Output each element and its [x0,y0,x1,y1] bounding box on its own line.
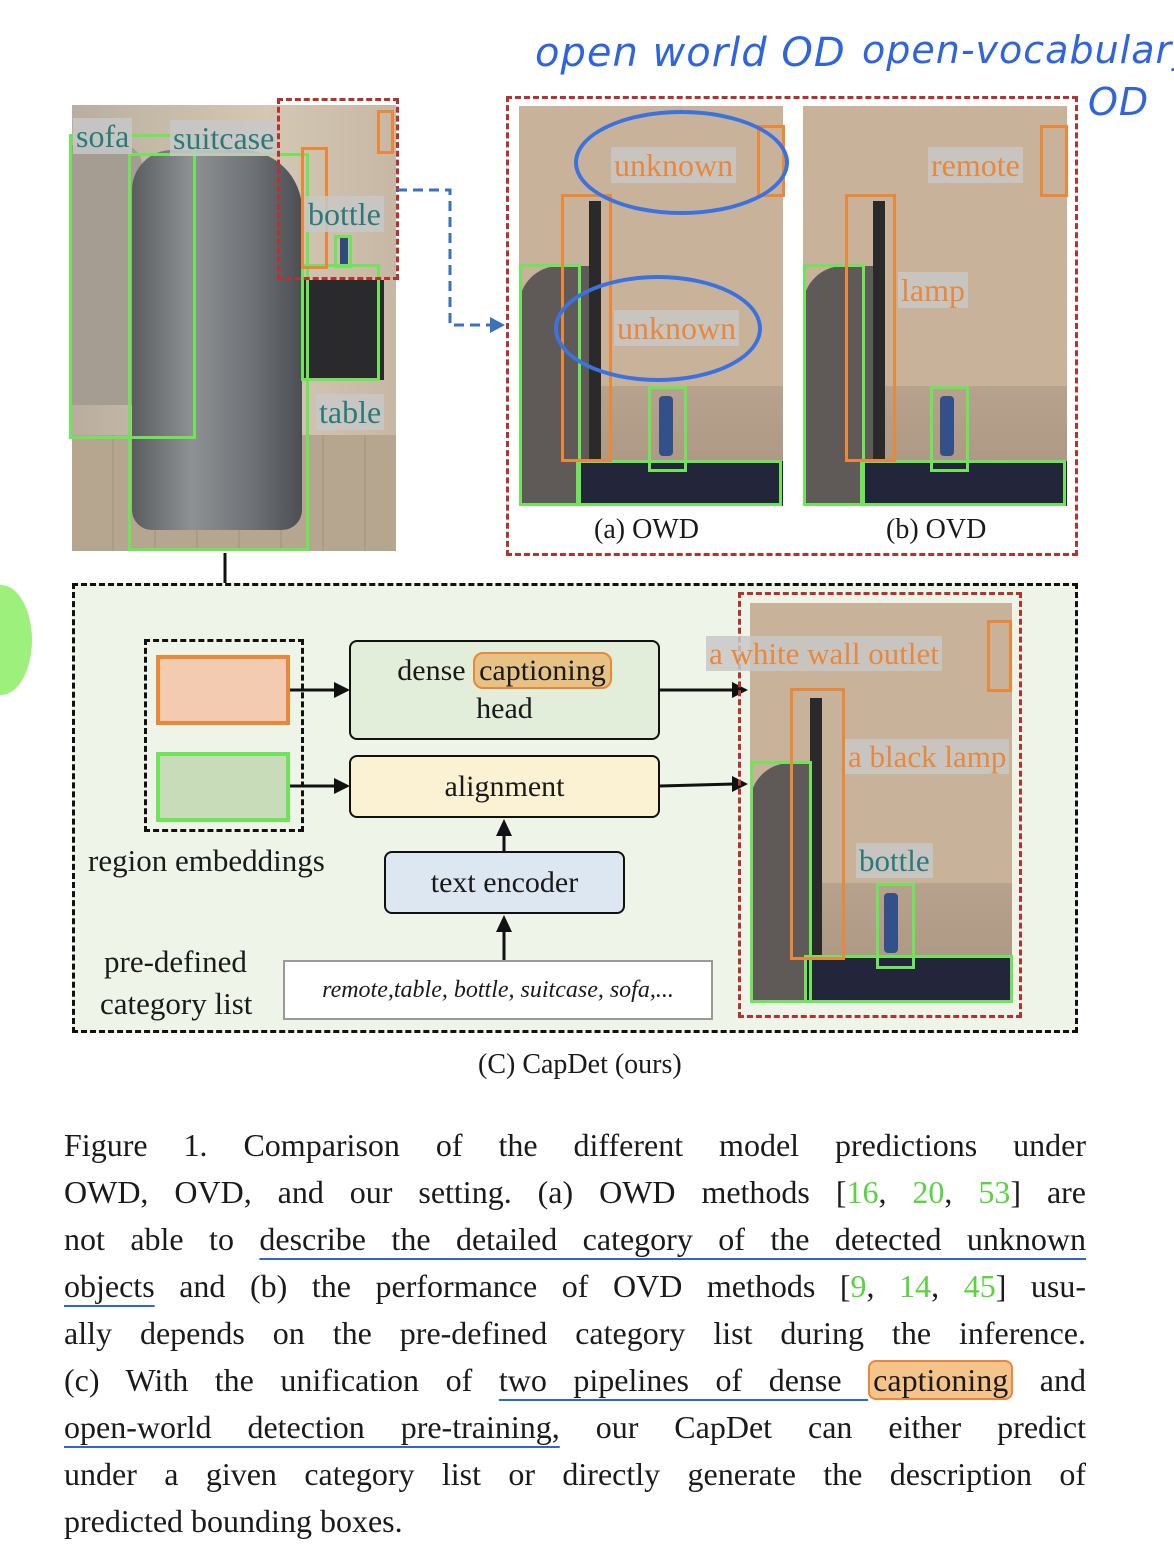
caption-line-5: ally depends on the pre-defined category… [64,1310,1086,1357]
table-label: table [316,394,385,430]
owd-chair-box [519,264,581,506]
ovd-remote-label: remote [928,147,1023,183]
annotation-ellipse-1 [574,110,789,215]
lamp-pole-shape-b [873,201,885,501]
ovd-lamp-label: lamp [898,272,968,308]
caption-line-9: predicted bounding boxes. [64,1498,1086,1545]
caption-text-6b: and [1013,1362,1087,1398]
ovd-lamp-box [845,194,896,462]
region-embedding-orange [156,655,290,725]
caption-text-2b: ] are [1010,1174,1086,1210]
text-encoder-module: text encoder [384,851,625,914]
capdet-chair-box [750,761,812,1003]
region-embedding-green [156,752,290,822]
capdet-outlet-box [987,620,1012,692]
citation-45[interactable]: 45 [963,1268,996,1304]
caption-text-7a: our CapDet can either predict [559,1409,1087,1445]
bottle-box-small [334,235,352,268]
caption-text-6a: (c) With the unification of [64,1362,499,1398]
caption-line-7: open-world detection pre-training, our C… [64,1404,1086,1451]
caption-text-4b: ] usu- [995,1268,1087,1304]
table-dark-shape [579,461,783,506]
lamp-pole-shape-c [810,698,822,998]
caption-text-3a: not able to [64,1221,260,1257]
capdet-bottle-box [876,883,915,969]
capdet-outlet-label: a white wall outlet [706,636,942,671]
ovd-bottle-box [930,386,969,472]
capdet-caption: (C) CapDet (ours) [478,1049,682,1080]
table-shape [304,280,384,380]
citation-20[interactable]: 20 [912,1174,945,1210]
caption-line-6: (c) With the unification of two pipeline… [64,1357,1086,1404]
bottle-shape [340,237,348,267]
caption-line-1: Figure 1. Comparison of the different mo… [64,1122,1086,1169]
caption-text-2a: OWD, OVD, and our setting. (a) OWD metho… [64,1174,847,1210]
caption-line-3: not able to describe the detailed catego… [64,1216,1086,1263]
captioning-highlight-text: captioning [868,1360,1014,1400]
underlined-text-3: describe the detailed category of the de… [259,1221,1087,1257]
dense-captioning-head: dense captioning head [349,640,660,740]
caption-line-4: objects and (b) the performance of OVD m… [64,1268,1087,1304]
underlined-text-7: open-world detection pre-training, [64,1409,560,1445]
owd-caption: (a) OWD [594,514,699,545]
caption-text-8: under a given category list or directly … [64,1456,1086,1492]
region-embeddings-group [144,639,304,832]
bottle-blue-shape [659,396,673,456]
caption-line-2: OWD, OVD, and our setting. (a) OWD metho… [64,1174,1086,1210]
table-dark-shape-b [863,461,1067,506]
region-embeddings-label: region embeddings [88,843,325,878]
pipeline-arrows [290,682,748,960]
ovd-caption: (b) OVD [886,514,987,545]
capdet-output-frame [738,592,1022,1018]
underlined-text-4: objects [64,1268,155,1304]
ovd-table-box [860,460,1066,506]
head-word: head [476,692,533,725]
capdet-lamp-box [790,688,845,960]
underlined-text-6: two pipelines of dense [498,1362,869,1398]
zoom-arrow [397,188,505,333]
category-list-label-1: pre-defined [104,944,247,979]
capdet-table-box [804,955,1013,1003]
citation-9[interactable]: 9 [850,1268,867,1304]
ovd-chair-box [803,264,865,506]
category-list-box: remote,table, bottle, suitcase, sofa,... [283,960,713,1020]
owd-ovd-panel-frame [506,96,1078,556]
bottle-blue-shape-c [884,893,898,953]
caption-line-8: under a given category list or directly … [64,1451,1086,1498]
ovd-outlet-box [1040,125,1068,197]
owd-table-box [576,460,782,506]
handwritten-open-vocabulary: open-vocabulary [862,28,1174,72]
captioning-highlight: captioning [473,652,612,689]
sofa-label: sofa [73,118,133,154]
capdet-bottle-label: bottle [856,843,933,878]
caption-text-9: predicted bounding boxes. [64,1503,403,1539]
alignment-label: alignment [444,769,565,803]
citation-16[interactable]: 16 [846,1174,879,1210]
handwritten-open-world-od: open world OD [535,30,846,76]
caption-text-4a: and (b) the performance of OVD methods [ [154,1268,851,1304]
table-dark-shape-c [805,958,1012,1003]
text-encoder-label: text encoder [430,865,579,899]
bottle-label: bottle [305,196,384,232]
bottle-blue-shape-b [940,396,954,456]
caption-text-1: Figure 1. Comparison of the different mo… [64,1127,1086,1163]
citation-14[interactable]: 14 [899,1268,932,1304]
alignment-module: alignment [349,755,660,818]
caption-text-5: ally depends on the pre-defined category… [64,1315,1086,1351]
dense-word: dense [397,654,466,687]
sofa-box [69,134,196,439]
suitcase-shape [132,150,302,530]
suitcase-label: suitcase [170,120,278,156]
category-list-text: remote,table, bottle, suitcase, sofa,... [322,976,674,1003]
outlet-box-small [377,110,394,154]
annotation-ellipse-2 [554,275,762,382]
citation-53[interactable]: 53 [978,1174,1011,1210]
category-list-label-2: category list [100,986,253,1021]
owd-bottle-box [648,386,687,472]
capdet-lamp-label: a black lamp [845,739,1010,774]
handwritten-od: OD [1088,80,1150,124]
